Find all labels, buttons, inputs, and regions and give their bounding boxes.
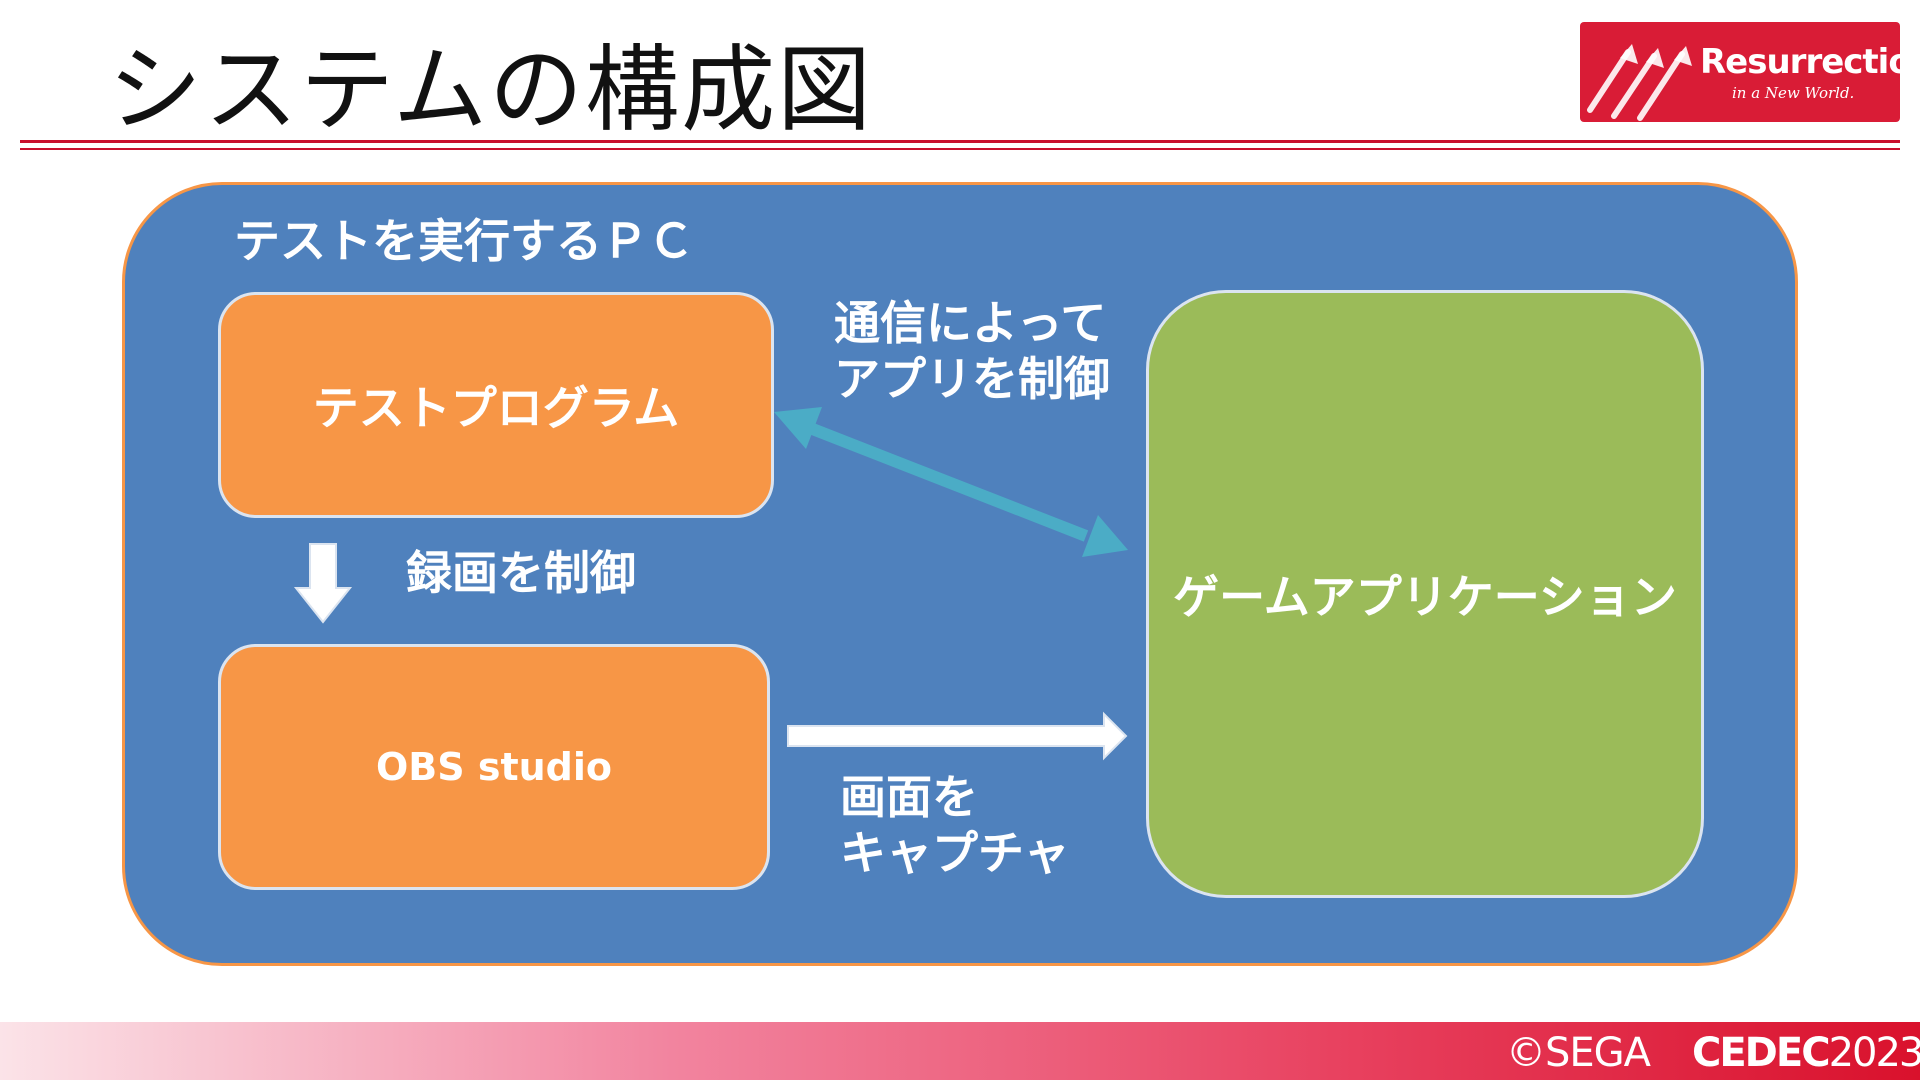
logo-tagline: in a New World. — [1732, 84, 1855, 102]
obs-studio-box: OBS studio — [218, 644, 770, 890]
game-application-label: ゲームアプリケーション — [1173, 570, 1677, 624]
test-program-label: テストプログラム — [312, 381, 680, 435]
communication-note-line2: アプリを制御 — [834, 352, 1110, 406]
capture-right-arrow — [787, 711, 1128, 761]
test-program-box: テストプログラム — [218, 292, 774, 518]
cedec-year: 2023 — [1828, 1030, 1920, 1076]
cedec-name: CEDEC — [1692, 1030, 1831, 1076]
recording-down-arrow — [293, 543, 353, 624]
recording-note: 録画を制御 — [406, 546, 636, 600]
obs-studio-label: OBS studio — [375, 745, 613, 789]
page-title: システムの構成図 — [108, 36, 874, 145]
communication-double-arrow — [774, 407, 1128, 557]
footer-bar — [0, 1022, 1920, 1080]
resurrection-logo: Resurrection in a New World. — [1580, 22, 1900, 122]
title-divider-bottom — [20, 148, 1900, 150]
communication-note-line1: 通信によって — [834, 296, 1107, 350]
title-divider-top — [20, 140, 1900, 143]
test-pc-label: テストを実行するＰＣ — [234, 214, 694, 268]
cedec-logo: CEDEC2023 — [1692, 1030, 1920, 1076]
logo-main-text: Resurrection — [1700, 42, 1900, 82]
capture-note-line1: 画面を — [840, 770, 978, 824]
logo-arrows-icon — [1587, 44, 1692, 121]
game-application-box: ゲームアプリケーション — [1146, 290, 1704, 898]
capture-note-line2: キャプチャ — [840, 826, 1070, 880]
sega-copyright: ©SEGA — [1506, 1030, 1651, 1076]
